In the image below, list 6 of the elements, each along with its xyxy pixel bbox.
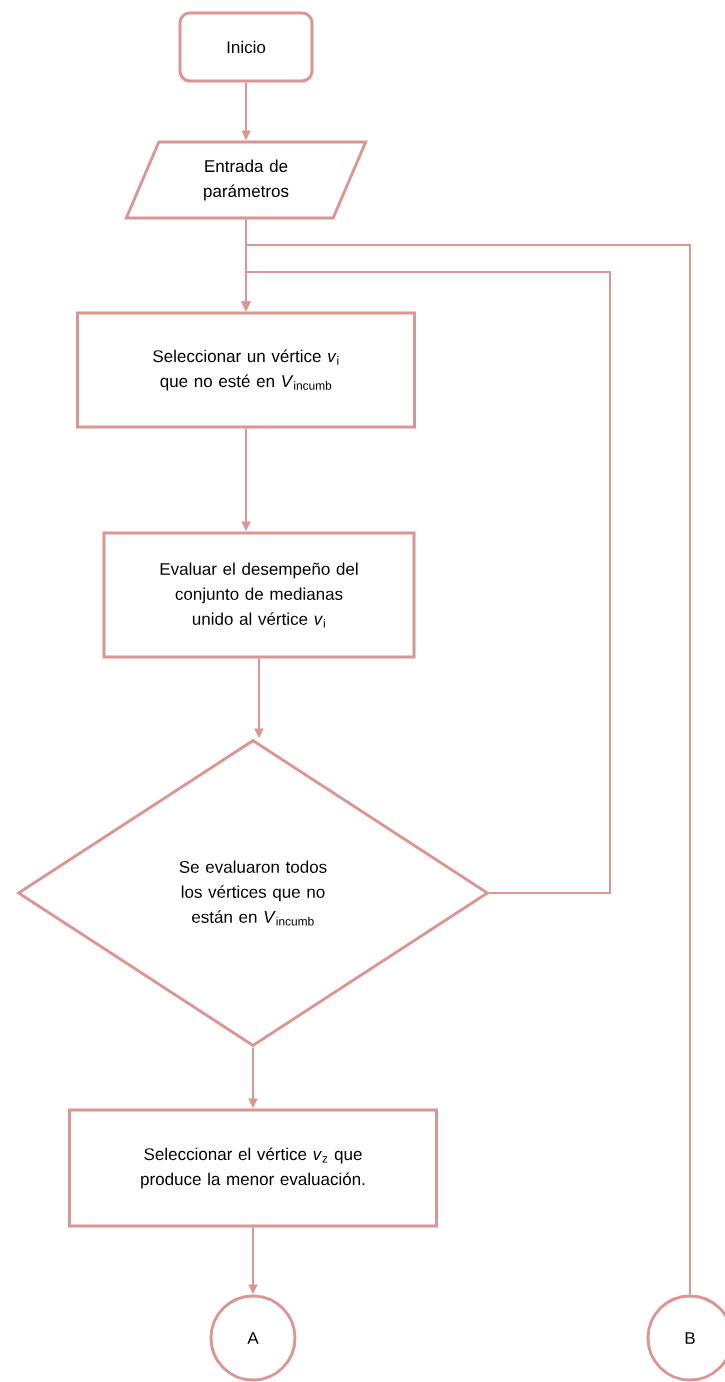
process-box: Seleccionar un vértice v$_{i}$ que no esté en V$_{incumb}$	[76, 311, 416, 429]
process-box: Seleccionar el vértice v$_{z}$ que produce la menor evaluación.	[68, 1108, 438, 1228]
arrow	[241, 244, 691, 1296]
start-box: Inicio	[178, 11, 314, 83]
input-parallelogram: Entrada de parámetros	[124, 140, 368, 220]
process-box: Evaluar el desempeño del conjunto de medianas unido al vértice v$_{i}$	[102, 531, 416, 659]
